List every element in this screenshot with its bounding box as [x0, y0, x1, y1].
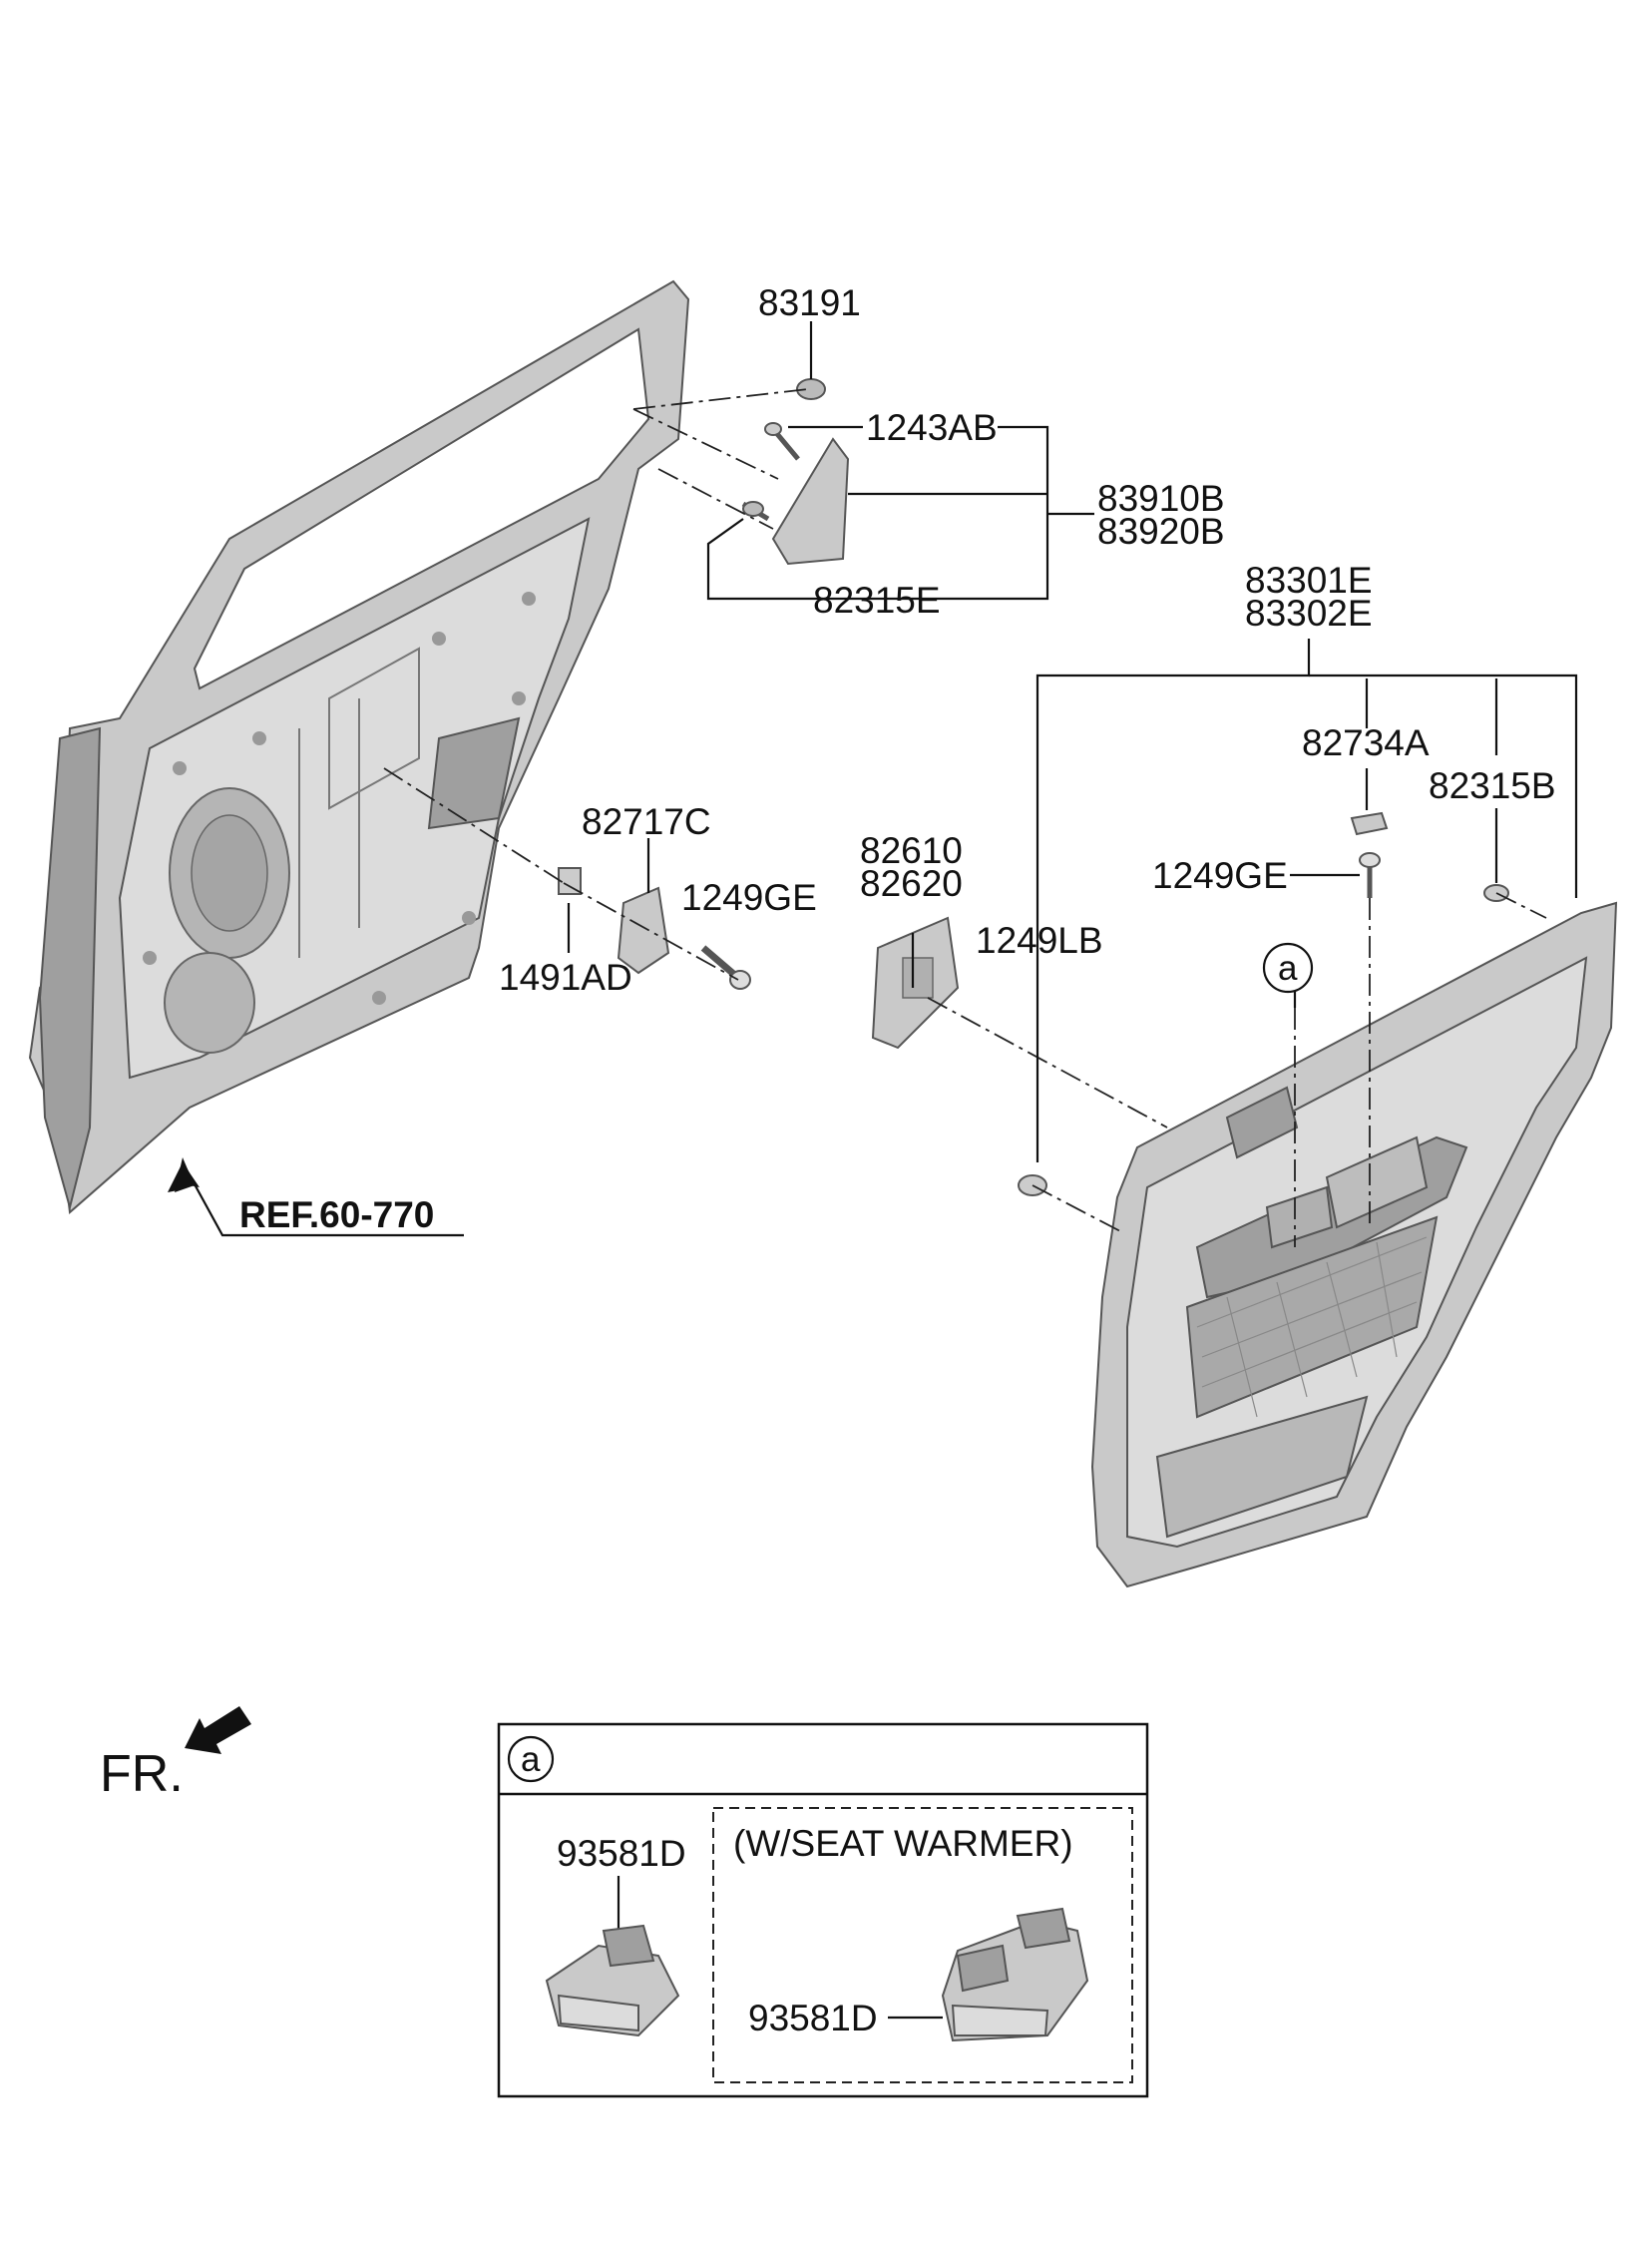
fasteners-and-brackets — [558, 378, 1509, 1196]
front-arrow-icon — [185, 1706, 251, 1754]
inset-marker-letter: a — [521, 1740, 541, 1779]
inset-box-a: a 93581D (W/SEAT WARMER) 93581D — [497, 1722, 1149, 2098]
window-switch-seat-warmer-icon — [941, 1907, 1089, 2042]
label-1249LB: 1249LB — [976, 920, 1103, 961]
label-82315E: 82315E — [813, 580, 941, 621]
label-1249GE-left: 1249GE — [681, 877, 817, 918]
front-indicator: FR. — [100, 1706, 251, 1803]
label-82610: 82610 — [860, 830, 963, 871]
inset-part-label-right: 93581D — [748, 1998, 878, 2038]
part-labels: 83191 1243AB 83910B 83920B 82315E 83301E… — [239, 282, 1556, 1235]
callout-a-letter: a — [1278, 949, 1298, 988]
label-1243AB: 1243AB — [866, 407, 998, 448]
ref-label: REF.60-770 — [239, 1194, 434, 1235]
window-switch-icon — [545, 1924, 680, 2037]
door-frame-illustration — [28, 279, 690, 1215]
label-83302E: 83302E — [1245, 593, 1373, 634]
inset-part-label-left: 93581D — [557, 1833, 686, 1874]
label-82717C: 82717C — [582, 801, 711, 842]
leader-lines — [182, 321, 1578, 1237]
label-83301E: 83301E — [1245, 560, 1373, 601]
label-83910B: 83910B — [1097, 478, 1225, 519]
callout-a-circle — [1262, 942, 1314, 994]
seat-warmer-option-title: (W/SEAT WARMER) — [733, 1823, 1073, 1864]
label-82315B: 82315B — [1429, 765, 1556, 806]
label-1491AD: 1491AD — [499, 957, 632, 998]
label-82620: 82620 — [860, 863, 963, 904]
seat-warmer-option-box — [712, 1807, 1133, 2083]
label-83920B: 83920B — [1097, 511, 1225, 552]
label-83191: 83191 — [758, 282, 861, 323]
front-label: FR. — [100, 1745, 184, 1803]
label-1249GE-right: 1249GE — [1152, 855, 1288, 896]
label-82734A: 82734A — [1302, 722, 1430, 763]
alignment-lines — [383, 388, 1547, 1247]
door-trim-panel-illustration — [1090, 901, 1618, 1588]
inset-marker-circle — [507, 1735, 555, 1783]
